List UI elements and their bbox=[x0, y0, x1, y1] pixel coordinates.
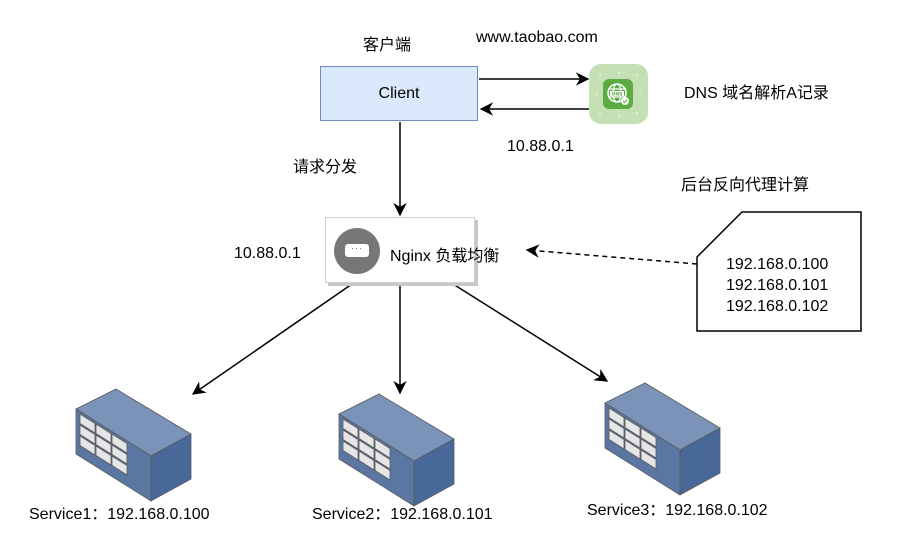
server-icon-1[interactable] bbox=[75, 388, 192, 502]
dns-domain-label: www.taobao.com bbox=[476, 29, 598, 46]
drive-bay bbox=[358, 439, 375, 460]
drive-bay bbox=[342, 440, 359, 461]
proxy-ip-item: 192.168.0.101 bbox=[726, 277, 829, 294]
drive-bay bbox=[624, 417, 641, 438]
service3-label: Service3：192.168.0.102 bbox=[587, 502, 768, 519]
server-icon-2[interactable] bbox=[338, 393, 455, 507]
drive-bay bbox=[95, 423, 112, 444]
drive-bay bbox=[640, 449, 657, 470]
nginx-to-service3-arrow bbox=[452, 283, 609, 382]
reverse-proxy-caption: 后台反向代理计算 bbox=[681, 177, 810, 194]
drive-bay bbox=[342, 429, 359, 450]
dns-globe-icon: DNS bbox=[603, 79, 633, 109]
drive-bay bbox=[358, 428, 375, 449]
drive-bay bbox=[374, 438, 391, 459]
drive-bay bbox=[374, 460, 391, 481]
drive-bay bbox=[640, 427, 657, 448]
drive-bay bbox=[111, 455, 128, 476]
drive-bay bbox=[608, 429, 625, 450]
drive-bay bbox=[111, 433, 128, 454]
dns-resolved-ip-label: 10.88.0.1 bbox=[507, 138, 574, 155]
nginx-label: Nginx 负载均衡 bbox=[390, 248, 500, 265]
client-caption: 客户端 bbox=[363, 37, 412, 54]
dns-node[interactable]: DNS bbox=[589, 64, 648, 124]
reverse-proxy-ip-list: 192.168.0.100 192.168.0.101 192.168.0.10… bbox=[726, 254, 828, 317]
drive-bay bbox=[640, 438, 657, 459]
service2-label: Service2：192.168.0.101 bbox=[312, 506, 493, 523]
svg-text:DNS: DNS bbox=[612, 91, 623, 97]
drive-bay bbox=[374, 449, 391, 470]
drive-bay bbox=[624, 439, 641, 460]
nginx-node[interactable]: ··· Nginx 负载均衡 bbox=[325, 217, 499, 283]
client-label: Client bbox=[378, 84, 420, 102]
drive-bay bbox=[624, 428, 641, 449]
server-side-face bbox=[679, 427, 721, 496]
drive-bay bbox=[79, 435, 96, 456]
client-node[interactable]: Client bbox=[320, 66, 478, 121]
drive-bay bbox=[95, 434, 112, 455]
drive-bay bbox=[608, 407, 625, 428]
drive-bay bbox=[111, 444, 128, 465]
nginx-ip-label: 10.88.0.1 bbox=[234, 245, 301, 262]
dispatch-label: 请求分发 bbox=[293, 159, 358, 176]
proxy-ip-item: 192.168.0.102 bbox=[726, 298, 829, 315]
drive-bay bbox=[79, 413, 96, 434]
drive-bay bbox=[358, 450, 375, 471]
drive-bay bbox=[95, 445, 112, 466]
proxy-card-to-nginx-arrow bbox=[525, 244, 698, 265]
server-side-face bbox=[413, 438, 455, 507]
nginx-to-service1-arrow bbox=[191, 283, 353, 395]
drive-bay bbox=[342, 418, 359, 439]
drive-bay bbox=[79, 424, 96, 445]
nginx-gateway-icon: ··· bbox=[334, 228, 380, 274]
service1-label: Service1：192.168.0.100 bbox=[29, 506, 210, 523]
server-side-face bbox=[150, 433, 192, 502]
proxy-ip-item: 192.168.0.100 bbox=[726, 256, 829, 273]
dns-description-label: DNS 域名解析A记录 bbox=[684, 85, 829, 102]
drive-bay bbox=[608, 418, 625, 439]
reverse-proxy-card bbox=[696, 211, 862, 332]
server-icon-3[interactable] bbox=[604, 382, 721, 496]
